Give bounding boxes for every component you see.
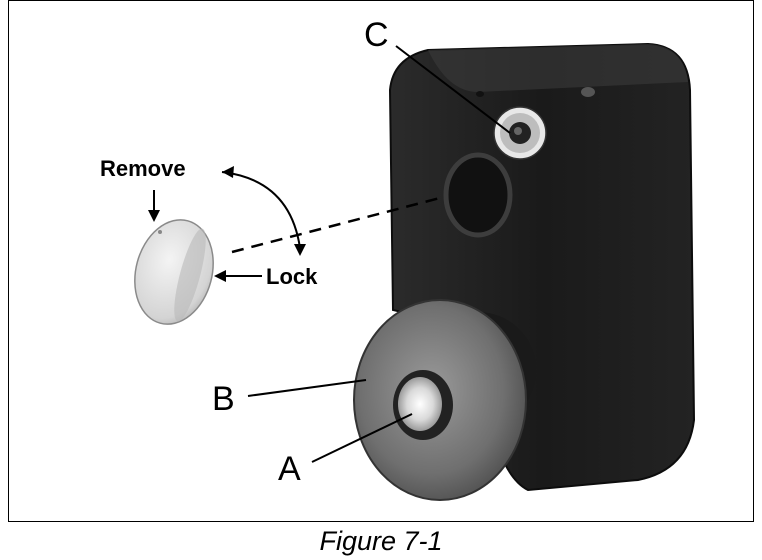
label-a: A: [278, 450, 301, 488]
push-button-assembly: [353, 299, 536, 501]
receptacle-opening: [443, 152, 513, 238]
remove-arrow: [148, 190, 160, 222]
leader-line-b: [247, 379, 367, 397]
label-lock: Lock: [266, 264, 318, 289]
label-b: B: [212, 380, 235, 418]
device-illustration: [134, 42, 696, 501]
label-c: C: [364, 16, 389, 54]
label-remove: Remove: [100, 156, 186, 181]
rotation-arrow: [221, 166, 306, 256]
figure-caption: Figure 7-1: [319, 526, 443, 556]
splash-cap: [134, 219, 214, 325]
lock-arrow: [214, 270, 262, 282]
circuit-breaker-button: [493, 106, 547, 160]
leader-line-a: [311, 413, 413, 463]
leader-line-c: [395, 45, 511, 134]
